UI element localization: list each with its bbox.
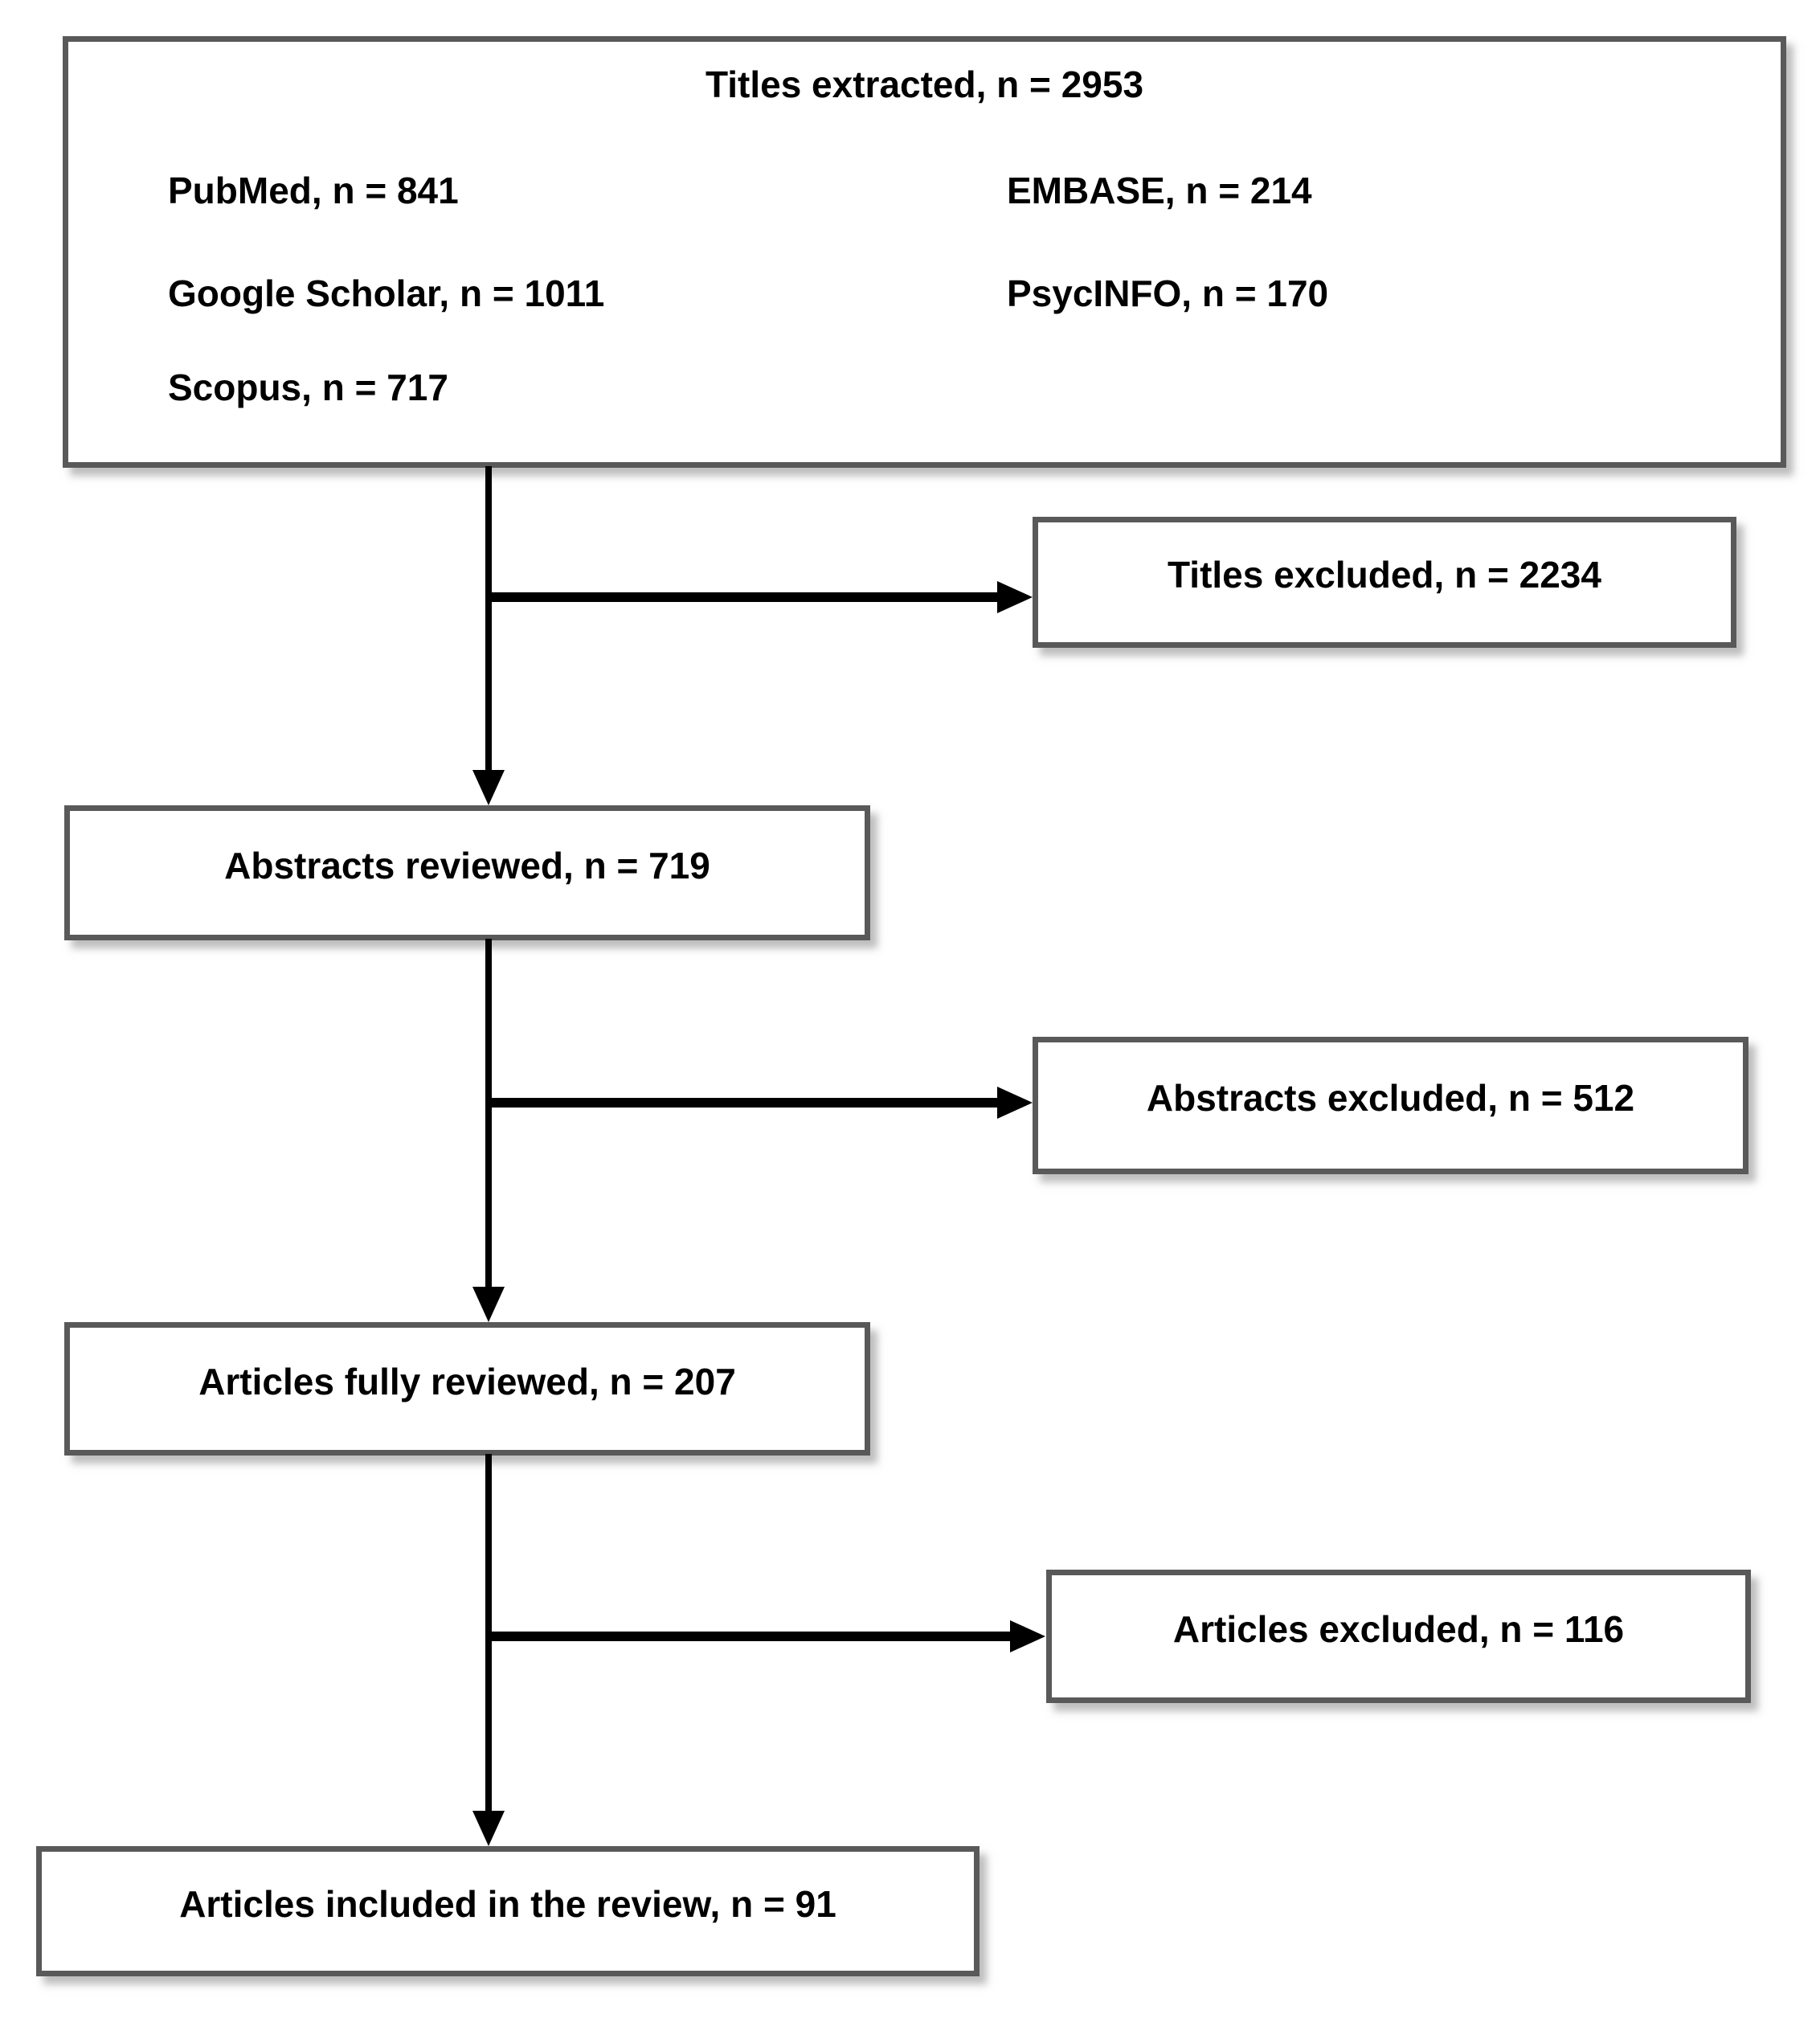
flow-line-titles-to-abstracts	[485, 466, 492, 773]
arrowhead-down-articles-included	[472, 1811, 505, 1846]
articles-excluded-label: Articles excluded, n = 116	[1172, 1607, 1625, 1650]
arrowhead-right-abstracts-excluded	[997, 1087, 1033, 1119]
source-google-scholar: Google Scholar, n = 1011	[168, 272, 605, 314]
articles-included-label: Articles included in the review, n = 91	[179, 1882, 836, 1925]
arrowhead-down-articles-reviewed	[472, 1287, 505, 1322]
arrowhead-down-abstracts-reviewed	[472, 770, 505, 805]
articles-excluded-box: Articles excluded, n = 116	[1046, 1570, 1751, 1703]
source-scopus: Scopus, n = 717	[168, 366, 448, 408]
flow-line-abstracts-to-articles	[485, 939, 492, 1290]
titles-extracted-box: Titles extracted, n = 2953 PubMed, n = 8…	[63, 36, 1786, 468]
abstracts-reviewed-label: Abstracts reviewed, n = 719	[224, 844, 710, 886]
arrowhead-right-articles-excluded	[1010, 1620, 1045, 1652]
abstracts-reviewed-box: Abstracts reviewed, n = 719	[64, 805, 870, 940]
branch-line-abstracts-excluded	[485, 1098, 1000, 1108]
abstracts-excluded-label: Abstracts excluded, n = 512	[1146, 1077, 1635, 1120]
articles-fully-reviewed-label: Articles fully reviewed, n = 207	[198, 1360, 736, 1402]
articles-fully-reviewed-box: Articles fully reviewed, n = 207	[64, 1322, 870, 1456]
source-psycinfo: PsycINFO, n = 170	[1007, 272, 1329, 314]
source-pubmed: PubMed, n = 841	[168, 170, 459, 211]
articles-included-box: Articles included in the review, n = 91	[36, 1846, 980, 1976]
abstracts-excluded-box: Abstracts excluded, n = 512	[1033, 1037, 1748, 1174]
titles-excluded-box: Titles excluded, n = 2234	[1033, 517, 1736, 648]
arrowhead-right-titles-excluded	[997, 581, 1033, 613]
titles-extracted-label: Titles extracted, n = 2953	[705, 63, 1144, 105]
source-embase: EMBASE, n = 214	[1007, 170, 1312, 211]
titles-excluded-label: Titles excluded, n = 2234	[1168, 554, 1601, 596]
branch-line-articles-excluded	[485, 1632, 1012, 1641]
branch-line-titles-excluded	[485, 592, 1000, 602]
